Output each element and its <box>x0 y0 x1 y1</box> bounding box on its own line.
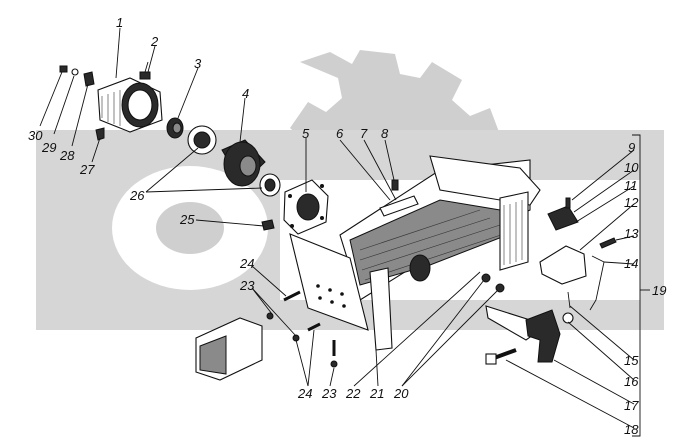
label-10: 10 <box>624 160 639 175</box>
cotter-part-15 <box>567 291 571 309</box>
bracket-part-12 <box>539 245 587 285</box>
label-23-upper: 23 <box>239 278 255 293</box>
label-27: 27 <box>79 162 95 177</box>
leader-lines <box>39 27 635 429</box>
label-30: 30 <box>28 128 43 143</box>
label-12: 12 <box>624 195 639 210</box>
nut-part-23 <box>266 312 274 320</box>
label-28: 28 <box>59 148 75 163</box>
bolt-part-18 <box>485 348 517 365</box>
label-7: 7 <box>360 126 368 141</box>
hook-part-17 <box>485 305 561 363</box>
label-6: 6 <box>336 126 344 141</box>
bolt-part-24 <box>283 290 336 356</box>
label-22: 22 <box>345 386 361 401</box>
rubber-bush-part-4 <box>221 139 266 187</box>
label-26: 26 <box>129 188 145 203</box>
label-14: 14 <box>624 256 638 271</box>
part-number-labels: 1 2 3 4 5 6 7 8 9 10 11 12 13 14 15 16 1… <box>28 15 666 437</box>
label-29: 29 <box>41 140 56 155</box>
label-13: 13 <box>624 226 639 241</box>
wire-part-14 <box>589 255 605 311</box>
label-18: 18 <box>624 422 639 437</box>
label-16: 16 <box>624 374 639 389</box>
fitting-part-25 <box>261 219 275 231</box>
bolt-part-8 <box>391 179 399 191</box>
plate-part-6 <box>379 195 419 217</box>
label-20: 20 <box>393 386 409 401</box>
bolt-part-2 <box>139 61 151 80</box>
label-25: 25 <box>179 212 195 227</box>
label-24-upper: 24 <box>239 256 254 271</box>
nut-part-16 <box>562 312 574 324</box>
label-2: 2 <box>150 34 159 49</box>
flange-part-5 <box>283 179 329 235</box>
label-11: 11 <box>624 178 638 193</box>
label-23-lower: 23 <box>321 386 337 401</box>
channel-bracket <box>195 317 263 381</box>
label-21: 21 <box>369 386 384 401</box>
label-17: 17 <box>624 398 639 413</box>
hardware-parts-27-30 <box>59 65 105 141</box>
label-24-lower: 24 <box>297 386 312 401</box>
label-5: 5 <box>302 126 310 141</box>
label-4: 4 <box>242 86 249 101</box>
clamp-part-11 <box>547 205 579 231</box>
label-19: 19 <box>652 283 666 298</box>
bearing-part-3 <box>166 117 184 139</box>
label-15: 15 <box>624 353 639 368</box>
housing-part-1 <box>97 77 163 133</box>
label-8: 8 <box>381 126 389 141</box>
crossmember-frame <box>339 155 541 351</box>
ring-part-26 <box>187 125 217 155</box>
label-3: 3 <box>194 56 202 71</box>
pin-part-13 <box>599 237 617 249</box>
label-9: 9 <box>628 140 635 155</box>
bracket-19 <box>632 134 641 437</box>
label-1: 1 <box>116 15 123 30</box>
bracket-plate <box>289 233 369 331</box>
